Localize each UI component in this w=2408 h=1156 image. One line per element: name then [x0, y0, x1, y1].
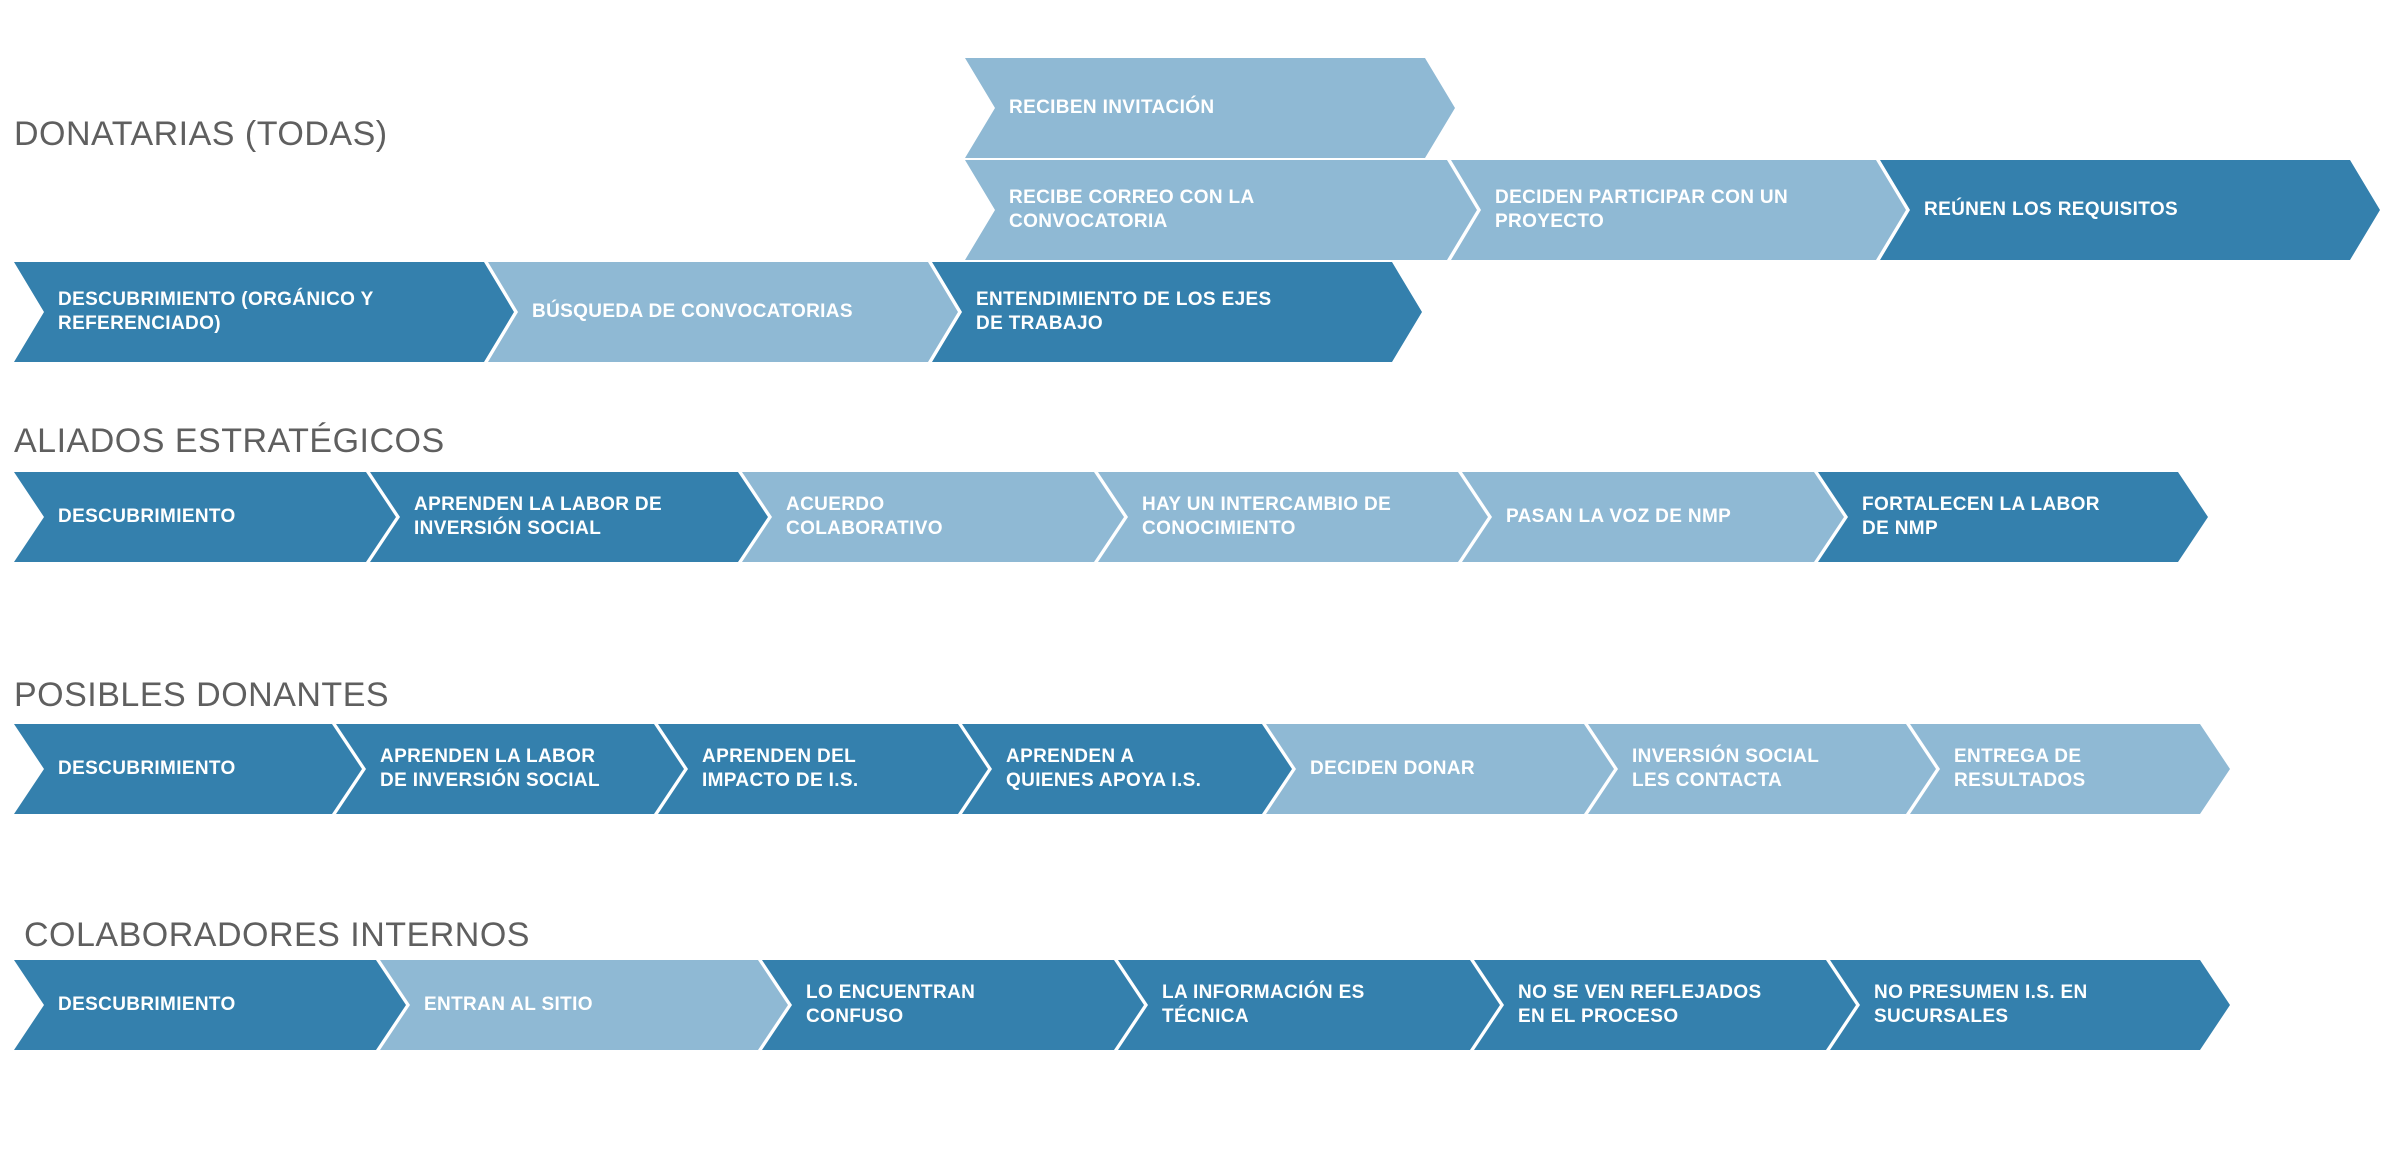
stage-chevron[interactable]: NO PRESUMEN I.S. EN SUCURSALES	[1830, 960, 2230, 1050]
stage-chevron[interactable]: RECIBEN INVITACIÓN	[965, 58, 1455, 158]
stage-chevron[interactable]: DECIDEN DONAR	[1266, 724, 1614, 814]
stage-label: LO ENCUENTRAN CONFUSO	[806, 981, 976, 1027]
section-title: ALIADOS ESTRATÉGICOS	[14, 422, 445, 460]
chevron-shape-light	[965, 160, 1477, 260]
section-title: COLABORADORES INTERNOS	[24, 916, 530, 954]
stage-chevron[interactable]: PASAN LA VOZ DE NMP	[1462, 472, 1844, 562]
stage-label: FORTALECEN LA LABOR DE NMP	[1862, 493, 2100, 539]
chevron-shape-light	[1266, 724, 1614, 814]
stage-label: INVERSIÓN SOCIAL LES CONTACTA	[1632, 745, 1820, 791]
stage-chevron[interactable]: RECIBE CORREO CON LA CONVOCATORIA	[965, 160, 1477, 260]
chevron-shape-light	[1098, 472, 1488, 562]
stage-label: APRENDEN LA LABOR DE INVERSIÓN SOCIAL	[414, 493, 663, 539]
stage-chevron[interactable]: ACUERDO COLABORATIVO	[742, 472, 1124, 562]
chevron-shape-light	[965, 58, 1455, 158]
chevron-shape-dark	[14, 724, 362, 814]
stage-chevron[interactable]: APRENDEN A QUIENES APOYA I.S.	[962, 724, 1292, 814]
section-title: DONATARIAS (TODAS)	[14, 115, 388, 153]
chevron-shape-dark	[1818, 472, 2208, 562]
stage-label: DESCUBRIMIENTO	[58, 505, 236, 527]
stage-band: RECIBEN INVITACIÓN	[965, 58, 1455, 158]
chevron-shape-light	[488, 262, 958, 362]
chevron-shape-dark	[658, 724, 988, 814]
stage-chevron[interactable]: NO SE VEN REFLEJADOS EN EL PROCESO	[1474, 960, 1856, 1050]
stage-label: DESCUBRIMIENTO (ORGÁNICO Y REFERENCIADO)	[58, 288, 374, 334]
chevron-shape-dark	[370, 472, 768, 562]
chevron-shape-dark	[762, 960, 1144, 1050]
stage-chevron[interactable]: FORTALECEN LA LABOR DE NMP	[1818, 472, 2208, 562]
chevron-shape-light	[1462, 472, 1844, 562]
chevron-shape-light	[1451, 160, 1906, 260]
stage-chevron[interactable]: HAY UN INTERCAMBIO DE CONOCIMIENTO	[1098, 472, 1488, 562]
chevron-shape-dark	[962, 724, 1292, 814]
stage-label: DESCUBRIMIENTO	[58, 993, 236, 1015]
stage-label: RECIBE CORREO CON LA CONVOCATORIA	[1009, 186, 1255, 232]
stage-chevron[interactable]: INVERSIÓN SOCIAL LES CONTACTA	[1588, 724, 1936, 814]
stage-chevron[interactable]: REÚNEN LOS REQUISITOS	[1880, 160, 2380, 260]
stage-chevron[interactable]: LO ENCUENTRAN CONFUSO	[762, 960, 1144, 1050]
stage-chevron[interactable]: APRENDEN LA LABOR DE INVERSIÓN SOCIAL	[336, 724, 684, 814]
stage-label: APRENDEN LA LABOR DE INVERSIÓN SOCIAL	[380, 745, 600, 791]
stage-label: REÚNEN LOS REQUISITOS	[1924, 198, 2179, 220]
chevron-shape-dark	[1474, 960, 1856, 1050]
stage-label: ENTRAN AL SITIO	[424, 993, 593, 1015]
stage-chevron[interactable]: DESCUBRIMIENTO (ORGÁNICO Y REFERENCIADO)	[14, 262, 514, 362]
stage-label: ENTREGA DE RESULTADOS	[1954, 745, 2086, 791]
stage-label: DECIDEN PARTICIPAR CON UN PROYECTO	[1495, 186, 1789, 232]
chevron-shape-dark	[1830, 960, 2230, 1050]
chevron-shape-light	[1910, 724, 2230, 814]
stage-chevron[interactable]: LA INFORMACIÓN ES TÉCNICA	[1118, 960, 1500, 1050]
chevron-shape-dark	[14, 472, 396, 562]
chevron-shape-dark	[932, 262, 1422, 362]
stage-label: NO SE VEN REFLEJADOS EN EL PROCESO	[1518, 981, 1762, 1027]
stage-chevron[interactable]: ENTRAN AL SITIO	[380, 960, 788, 1050]
stage-label: DECIDEN DONAR	[1310, 757, 1476, 779]
chevron-shape-dark	[1880, 160, 2380, 260]
stage-label: LA INFORMACIÓN ES TÉCNICA	[1162, 981, 1365, 1027]
stage-band: DESCUBRIMIENTO APRENDEN LA LABOR DE INVER…	[14, 472, 2208, 562]
chevron-shape-dark	[14, 960, 406, 1050]
stage-label: ENTENDIMIENTO DE LOS EJES DE TRABAJO	[976, 288, 1272, 334]
stage-label: BÚSQUEDA DE CONVOCATORIAS	[532, 300, 853, 322]
stage-band: DESCUBRIMIENTO (ORGÁNICO Y REFERENCIADO)…	[14, 262, 1422, 362]
stage-label: HAY UN INTERCAMBIO DE CONOCIMIENTO	[1142, 493, 1392, 539]
stage-chevron[interactable]: APRENDEN LA LABOR DE INVERSIÓN SOCIAL	[370, 472, 768, 562]
stage-band: RECIBE CORREO CON LA CONVOCATORIA DECIDEN…	[965, 160, 2380, 260]
stage-label: DESCUBRIMIENTO	[58, 757, 236, 779]
chevron-shape-light	[1588, 724, 1936, 814]
stage-chevron[interactable]: DESCUBRIMIENTO	[14, 472, 396, 562]
chevron-shape-dark	[14, 262, 514, 362]
stage-chevron[interactable]: DESCUBRIMIENTO	[14, 724, 362, 814]
stage-chevron[interactable]: APRENDEN DEL IMPACTO DE I.S.	[658, 724, 988, 814]
stage-chevron[interactable]: ENTENDIMIENTO DE LOS EJES DE TRABAJO	[932, 262, 1422, 362]
stage-chevron[interactable]: DESCUBRIMIENTO	[14, 960, 406, 1050]
chevron-shape-light	[380, 960, 788, 1050]
stage-label: NO PRESUMEN I.S. EN SUCURSALES	[1874, 981, 2088, 1027]
stage-label: PASAN LA VOZ DE NMP	[1506, 505, 1732, 527]
stage-label: APRENDEN DEL IMPACTO DE I.S.	[702, 745, 859, 791]
chevron-shape-dark	[1118, 960, 1500, 1050]
stage-label: RECIBEN INVITACIÓN	[1009, 96, 1215, 118]
stage-label: ACUERDO COLABORATIVO	[786, 493, 943, 539]
chevron-shape-dark	[336, 724, 684, 814]
stage-band: DESCUBRIMIENTO APRENDEN LA LABOR DE INVER…	[14, 724, 2230, 814]
stage-chevron[interactable]: DECIDEN PARTICIPAR CON UN PROYECTO	[1451, 160, 1906, 260]
section-title: POSIBLES DONANTES	[14, 676, 390, 714]
stage-chevron[interactable]: BÚSQUEDA DE CONVOCATORIAS	[488, 262, 958, 362]
stage-label: APRENDEN A QUIENES APOYA I.S.	[1006, 745, 1202, 791]
chevron-shape-light	[742, 472, 1124, 562]
stage-band: DESCUBRIMIENTO ENTRAN AL SITIO LO ENCUENTR…	[14, 960, 2230, 1050]
stage-chevron[interactable]: ENTREGA DE RESULTADOS	[1910, 724, 2230, 814]
